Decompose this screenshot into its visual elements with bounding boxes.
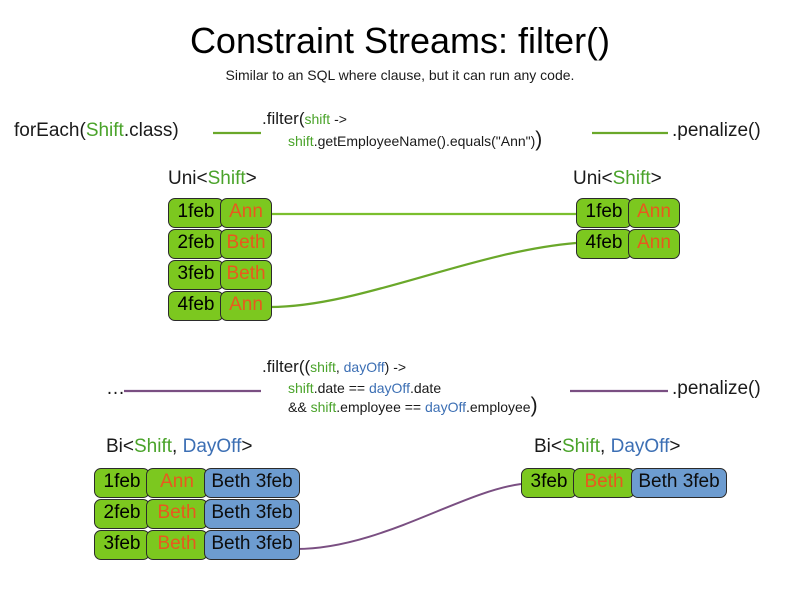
foreach-expression: forEach(Shift.class) xyxy=(14,120,179,142)
filter2-body-var1: shift xyxy=(288,380,314,396)
filter1-line1: .filter(shift -> xyxy=(262,109,347,128)
filter-expression-row2: .filter((shift, dayOff) -> shift.date ==… xyxy=(262,357,538,416)
cell-dayoff: Beth 3feb xyxy=(631,468,727,498)
caption-uni-left-prefix: Uni< xyxy=(168,168,208,189)
caption-bi-right-type1: Shift xyxy=(562,436,601,457)
filter2-comma: , xyxy=(335,359,344,375)
filter2-body3-var2: dayOff xyxy=(425,399,466,415)
table-row[interactable]: 2feb Beth Beth 3feb xyxy=(94,499,300,529)
filter2-line3: && shift.employee == dayOff.employee) xyxy=(288,395,538,416)
cell-name: Ann xyxy=(146,468,208,498)
bi-table-left: 1feb Ann Beth 3feb 2feb Beth Beth 3feb 3… xyxy=(94,468,300,561)
cell-name: Beth xyxy=(146,499,208,529)
filter2-body-end: .date xyxy=(409,380,442,396)
penalize-row2: .penalize() xyxy=(672,378,761,399)
table-row[interactable]: 1feb Ann Beth 3feb xyxy=(94,468,300,498)
table-row[interactable]: 3feb Beth xyxy=(168,260,272,290)
caption-bi-right-sep: , xyxy=(600,436,611,457)
table-row[interactable]: 2feb Beth xyxy=(168,229,272,259)
cell-name: Ann xyxy=(628,229,680,259)
wire-bi-3feb xyxy=(295,483,522,550)
filter1-arrow: -> xyxy=(330,111,347,127)
caption-bi-right-suffix: > xyxy=(669,436,681,457)
caption-uni-right: Uni<Shift> xyxy=(573,168,662,190)
cell-date: 2feb xyxy=(168,229,224,259)
filter2-body3-mid: .employee == xyxy=(336,399,425,415)
caption-bi-left-prefix: Bi< xyxy=(106,436,134,457)
caption-bi-left-type1: Shift xyxy=(134,436,173,457)
cell-date: 3feb xyxy=(94,530,150,560)
cell-date: 1feb xyxy=(94,468,150,498)
cell-name: Ann xyxy=(220,198,272,228)
cell-name: Ann xyxy=(220,291,272,321)
cell-dayoff: Beth 3feb xyxy=(204,468,300,498)
filter2-body-var2: dayOff xyxy=(368,380,410,396)
cell-date: 3feb xyxy=(168,260,224,290)
cell-date: 3feb xyxy=(521,468,577,498)
filter2-and: && xyxy=(288,399,311,415)
uni-table-left: 1feb Ann 2feb Beth 3feb Beth 4feb Ann xyxy=(168,198,272,322)
foreach-prefix: forEach( xyxy=(14,120,86,141)
cell-name: Beth xyxy=(220,229,272,259)
caption-bi-right-type2: DayOff xyxy=(610,436,670,457)
cell-date: 4feb xyxy=(576,229,632,259)
ellipsis-source: … xyxy=(106,378,125,399)
caption-bi-left-sep: , xyxy=(172,436,183,457)
caption-uni-right-type: Shift xyxy=(612,168,651,189)
filter2-param1: shift xyxy=(310,359,336,375)
page-subtitle: Similar to an SQL where clause, but it c… xyxy=(225,67,575,83)
cell-name: Ann xyxy=(628,198,680,228)
filter2-param2: dayOff xyxy=(343,359,385,375)
cell-dayoff: Beth 3feb xyxy=(204,530,300,560)
caption-uni-left-type: Shift xyxy=(207,168,246,189)
foreach-type: Shift xyxy=(85,120,124,141)
cell-date: 4feb xyxy=(168,291,224,321)
filter2-line1: .filter((shift, dayOff) -> xyxy=(262,357,406,376)
caption-bi-right-prefix: Bi< xyxy=(534,436,562,457)
filter1-body-var: shift xyxy=(288,133,314,149)
uni-table-right: 1feb Ann 4feb Ann xyxy=(576,198,680,260)
cell-dayoff: Beth 3feb xyxy=(204,499,300,529)
penalize-row1: .penalize() xyxy=(672,120,761,141)
cell-name: Beth xyxy=(220,260,272,290)
filter1-head: .filter( xyxy=(262,109,305,128)
table-row[interactable]: 1feb Ann xyxy=(168,198,272,228)
caption-bi-left-type2: DayOff xyxy=(182,436,242,457)
cell-name: Beth xyxy=(573,468,635,498)
filter2-line2: shift.date == dayOff.date xyxy=(288,380,538,396)
cell-date: 2feb xyxy=(94,499,150,529)
wire-uni-4feb xyxy=(269,241,577,309)
table-row[interactable]: 3feb Beth Beth 3feb xyxy=(94,530,300,560)
cell-name: Beth xyxy=(146,530,208,560)
filter2-close-paren: ) xyxy=(530,394,538,417)
cell-date: 1feb xyxy=(576,198,632,228)
filter-expression-row1: .filter(shift -> shift.getEmployeeName()… xyxy=(262,109,542,150)
caption-uni-left: Uni<Shift> xyxy=(168,168,257,190)
filter1-body-rest: .getEmployeeName().equals("Ann") xyxy=(313,133,536,149)
page-title: Constraint Streams: filter() xyxy=(189,20,611,61)
caption-bi-left-suffix: > xyxy=(241,436,253,457)
caption-bi-right: Bi<Shift, DayOff> xyxy=(534,436,680,458)
filter2-body-mid: .date == xyxy=(313,380,369,396)
cell-date: 1feb xyxy=(168,198,224,228)
caption-uni-left-suffix: > xyxy=(245,168,257,189)
filter2-body3-end: .employee xyxy=(466,399,531,415)
caption-uni-right-prefix: Uni< xyxy=(573,168,613,189)
filter1-line2: shift.getEmployeeName().equals("Ann")) xyxy=(288,129,542,150)
filter1-close-paren: ) xyxy=(535,128,543,151)
caption-bi-left: Bi<Shift, DayOff> xyxy=(106,436,252,458)
filter1-param: shift xyxy=(304,111,331,127)
filter2-head: .filter(( xyxy=(262,357,311,376)
table-row[interactable]: 1feb Ann xyxy=(576,198,680,228)
bi-table-right: 3feb Beth Beth 3feb xyxy=(521,468,727,499)
filter2-body3-var1: shift xyxy=(310,399,337,415)
table-row[interactable]: 4feb Ann xyxy=(576,229,680,259)
table-row[interactable]: 4feb Ann xyxy=(168,291,272,321)
caption-uni-right-suffix: > xyxy=(650,168,662,189)
foreach-suffix: .class) xyxy=(123,120,179,141)
table-row[interactable]: 3feb Beth Beth 3feb xyxy=(521,468,727,498)
filter2-arrow: ) -> xyxy=(384,359,407,375)
